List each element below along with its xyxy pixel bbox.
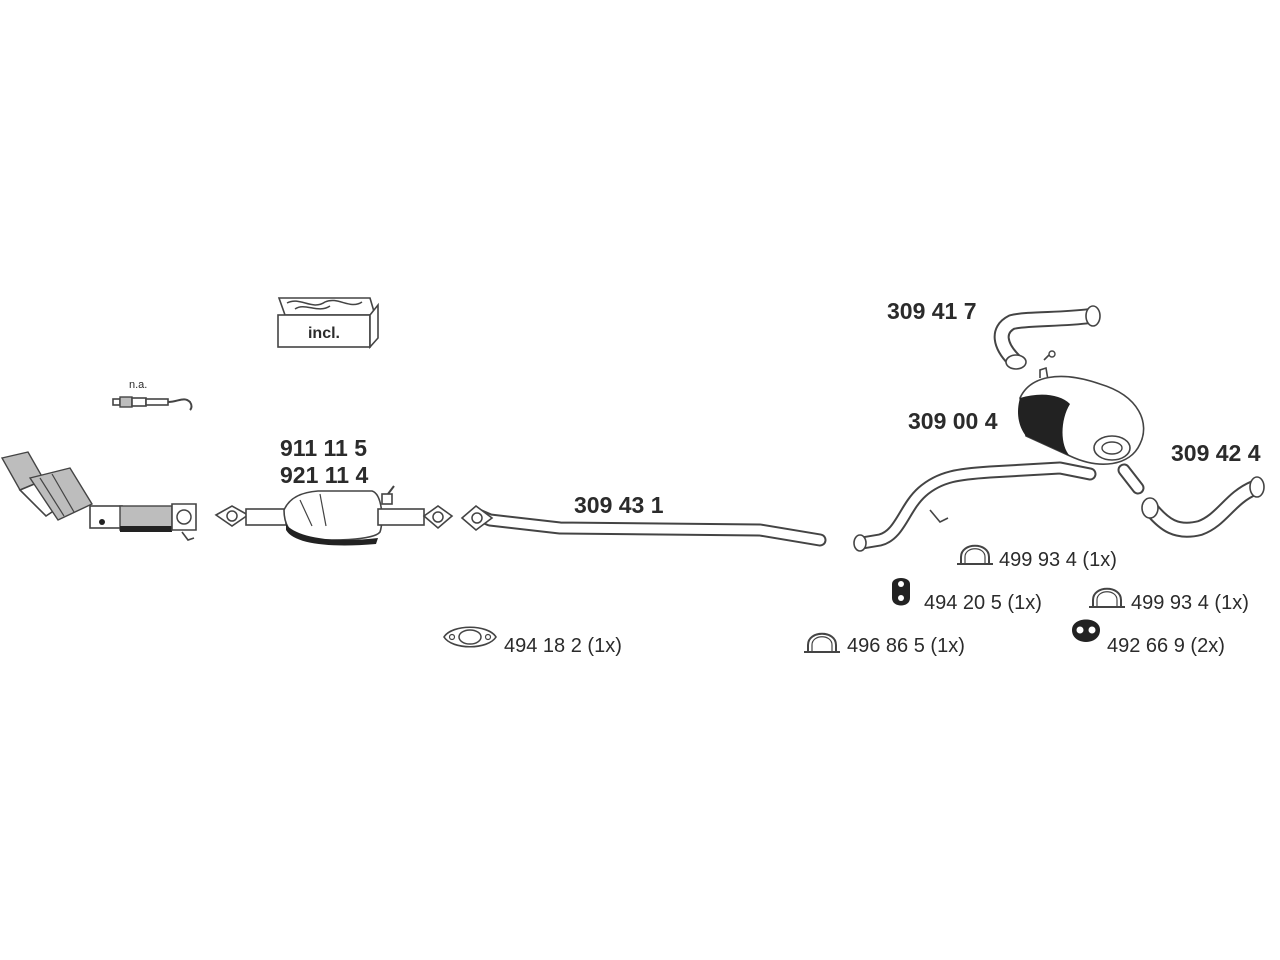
middle-pipe-number: 309 43 1 [574,492,664,518]
kit-box-label: incl. [308,325,340,342]
gasket-icon [443,626,497,648]
rear-silencer-icon: 309 00 4 [908,350,1145,495]
lambda-sensor-icon: n.a. [112,379,193,411]
rubber-mount-number-1: 494 20 5 (1x) [924,592,1042,614]
clamp-number-1: 496 86 5 (1x) [847,635,965,657]
sensor-label: n.a. [129,379,147,391]
rubber-mount-icon-2 [1072,619,1100,642]
tail-pipe-lower-number: 309 42 4 [1171,440,1261,466]
kit-box-icon: incl. [277,297,379,350]
tail-pipe-lower-icon: 309 42 4 [1141,440,1265,538]
clamp-number-2: 499 93 4 (1x) [999,549,1117,571]
clamp-icon-1 [804,632,840,653]
rear-pipe-icon [853,461,1097,552]
clamp-icon-2 [957,544,993,565]
catalyst-number-2: 921 11 4 [280,462,368,488]
gasket-number: 494 18 2 (1x) [504,635,622,657]
rubber-mount-number-2: 492 66 9 (2x) [1107,635,1225,657]
catalyst-icon: 911 11 5 921 11 4 [214,435,454,546]
middle-pipe-icon: 309 43 1 [460,492,827,547]
tail-pipe-upper-icon: 309 41 7 [887,298,1101,370]
clamp-icon-3 [1089,587,1125,608]
rear-silencer-number: 309 00 4 [908,408,998,434]
front-catalyst-icon [0,451,197,541]
tail-pipe-upper-number: 309 41 7 [887,298,977,324]
catalyst-number-1: 911 11 5 [280,435,367,461]
rubber-mount-icon-1 [892,578,910,606]
clamp-number-3: 499 93 4 (1x) [1131,592,1249,614]
